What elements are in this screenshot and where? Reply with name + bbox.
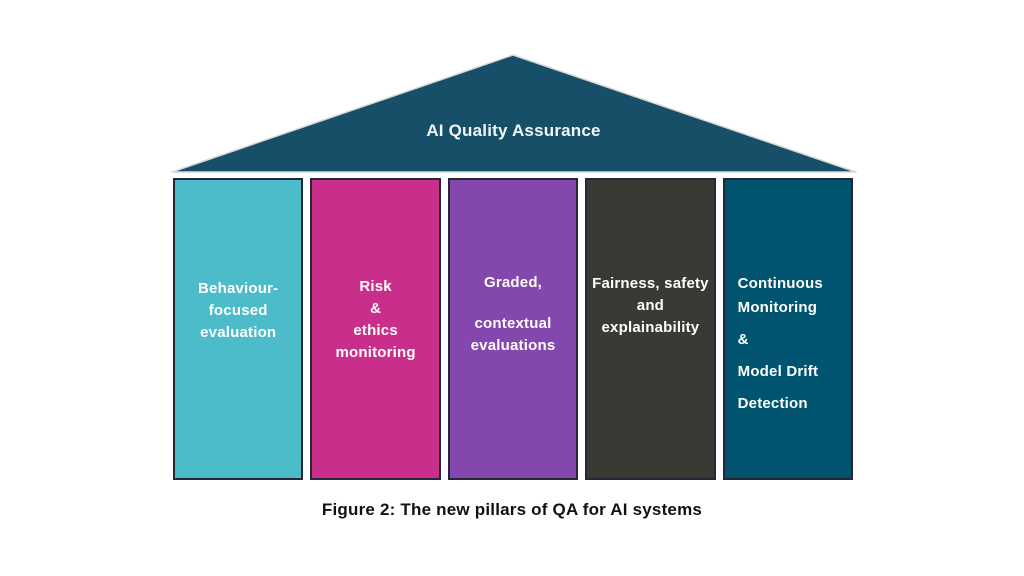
pillar-line: Graded,: [483, 273, 543, 291]
roof-triangle-shape: [171, 54, 857, 173]
pillar-line: &: [737, 331, 749, 348]
pillar-text: Behaviour-focused evaluation: [175, 278, 301, 344]
line-spacer: [454, 294, 572, 313]
pillar-risk-ethics-monitoring: Risk & ethics monitoring: [310, 178, 441, 480]
pillar-line: evaluation: [200, 324, 277, 341]
pillar-line: Detection: [737, 395, 808, 412]
line-spacer: [738, 384, 847, 392]
pillar-text: Graded, contextual evaluations: [450, 272, 576, 357]
pillars-row: Behaviour-focused evaluation Risk & ethics mo…: [173, 178, 854, 480]
pillar-fairness-safety-explainability: Fairness, safety and explainability: [585, 178, 716, 480]
pillar-line: monitoring: [335, 344, 416, 361]
pillar-line: evaluations: [470, 336, 556, 354]
pillar-text: Fairness, safety and explainability: [587, 273, 713, 339]
pillar-line: Risk: [359, 278, 392, 295]
pillar-line: Continuous: [737, 275, 823, 292]
pillar-line: ethics: [353, 322, 398, 339]
pillar-line: Model Drift: [737, 363, 819, 380]
pillar-line: Monitoring: [737, 299, 818, 316]
line-spacer: [738, 352, 847, 360]
pillar-line: contextual: [474, 314, 552, 332]
line-spacer: [738, 320, 847, 328]
pillar-line: explainability: [601, 319, 700, 336]
pillar-line: focused: [208, 302, 268, 319]
pillar-graded-contextual-evaluations: Graded, contextual evaluations: [447, 178, 579, 480]
pillar-line: Fairness, safety: [592, 275, 709, 292]
roof-triangle: [171, 54, 857, 173]
roof-title: AI Quality Assurance: [426, 121, 601, 140]
pillar-line: &: [370, 300, 382, 317]
figure-caption: Figure 2: The new pillars of QA for AI s…: [321, 500, 703, 519]
pillar-behaviour-focused-evaluation: Behaviour-focused evaluation: [173, 178, 304, 480]
pillar-line: Behaviour-: [198, 280, 279, 297]
pillar-text: Risk & ethics monitoring: [312, 276, 438, 364]
pillar-line: and: [636, 297, 665, 314]
